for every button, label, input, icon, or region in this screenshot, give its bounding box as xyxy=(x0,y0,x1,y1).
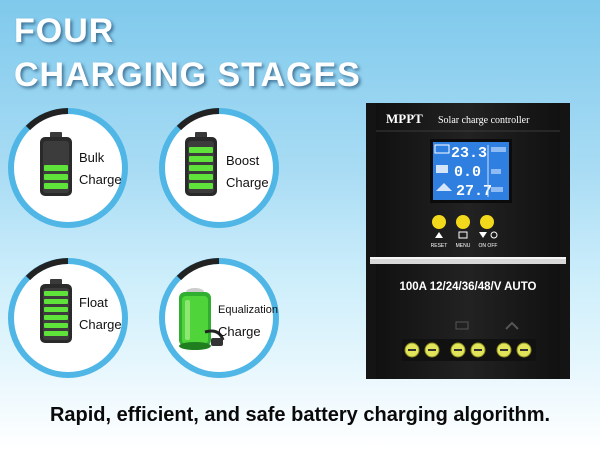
solar-charge-controller: MPPT Solar charge controller 23.3 0.0 27… xyxy=(366,103,570,379)
lcd-reading-1: 23.3 xyxy=(451,145,487,162)
stage-float: Float Charge xyxy=(8,258,128,378)
reset-button[interactable] xyxy=(432,215,446,229)
stage-label-line2: Charge xyxy=(79,317,122,332)
spec-label: 100A 12/24/36/48/V AUTO xyxy=(399,281,536,293)
device-brand: MPPT xyxy=(386,111,423,126)
stage-label-line1: Equalization xyxy=(218,304,278,316)
stage-label-line1: Float xyxy=(79,295,108,310)
stage-equalization: Equalization Charge xyxy=(159,258,279,378)
silver-band xyxy=(370,257,566,264)
stage-boost: Boost Charge xyxy=(159,108,279,228)
terminal-block xyxy=(402,339,536,361)
menu-icon xyxy=(458,231,468,239)
stage-ring xyxy=(159,108,279,228)
stage-label-line2: Charge xyxy=(218,324,261,339)
battery-icon xyxy=(179,288,225,350)
battery-icon xyxy=(185,132,217,196)
lcd-reading-3: 27.7 xyxy=(456,183,492,200)
title-line-2: CHARGING STAGES xyxy=(14,56,361,94)
stage-label-line1: Boost xyxy=(226,153,260,168)
stage-ring xyxy=(8,108,128,228)
stage-bulk: Bulk Charge xyxy=(8,108,128,228)
stage-label-line1: Bulk xyxy=(79,150,105,165)
power-icon xyxy=(490,231,498,239)
stage-label-line2: Charge xyxy=(79,172,122,187)
stage-ring xyxy=(159,258,279,378)
up-arrow-icon xyxy=(435,232,443,238)
stage-label-line2: Charge xyxy=(226,175,269,190)
battery-icon xyxy=(40,279,72,343)
tagline: Rapid, efficient, and safe battery charg… xyxy=(49,404,551,426)
lcd-reading-2: 0.0 xyxy=(454,164,481,181)
menu-label: MENU xyxy=(456,243,471,249)
stage-ring xyxy=(8,258,128,378)
device-model: Solar charge controller xyxy=(438,115,530,126)
menu-button[interactable] xyxy=(456,215,470,229)
title-line-1: FOUR xyxy=(14,12,115,50)
battery-icon xyxy=(40,132,72,196)
onoff-label: ON OFF xyxy=(479,243,498,249)
down-arrow-icon xyxy=(479,232,487,238)
reset-label: RESET xyxy=(431,243,448,249)
onoff-button[interactable] xyxy=(480,215,494,229)
